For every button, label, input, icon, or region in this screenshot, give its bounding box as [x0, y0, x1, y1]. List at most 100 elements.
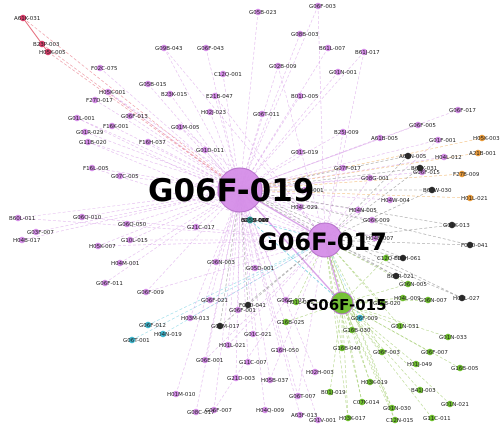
- graph-node[interactable]: F16K-001: [103, 122, 129, 130]
- graph-node[interactable]: H03M-013: [181, 314, 210, 322]
- graph-node[interactable]: H04L-029: [291, 203, 318, 211]
- graph-node[interactable]: G16H-050: [271, 346, 299, 354]
- graph-node[interactable]: H01L-031: [287, 298, 314, 306]
- graph-node[interactable]: G02B-009: [269, 62, 297, 70]
- graph-node[interactable]: G16B-040: [333, 344, 361, 352]
- graph-node[interactable]: H04Q-009: [256, 406, 285, 414]
- graph-node[interactable]: G01N-031: [391, 322, 419, 330]
- graph-node[interactable]: F16H-061: [394, 254, 421, 262]
- graph-node[interactable]: G06F-017: [449, 106, 476, 114]
- graph-node[interactable]: H04N-019: [154, 330, 182, 338]
- graph-node[interactable]: G06F-007: [421, 348, 448, 356]
- graph-node[interactable]: G01C-021: [244, 330, 272, 338]
- graph-node[interactable]: F16H-037: [139, 138, 166, 146]
- graph-node[interactable]: H01J-049: [407, 360, 433, 368]
- graph-node[interactable]: G06T-011: [253, 110, 280, 118]
- graph-node[interactable]: B01D-005: [291, 92, 319, 100]
- graph-node[interactable]: G11B-020: [79, 138, 107, 146]
- graph-node[interactable]: G16B-025: [277, 318, 305, 326]
- graph-node[interactable]: H04B-017: [13, 236, 41, 244]
- graph-node[interactable]: G01K-013: [443, 221, 470, 229]
- graph-node[interactable]: F02C-075: [91, 64, 118, 72]
- hub-g06f-019[interactable]: G06F-019: [148, 167, 314, 213]
- graph-node[interactable]: H04W-004: [381, 196, 410, 204]
- graph-node[interactable]: H04N-005: [349, 206, 377, 214]
- graph-node[interactable]: G06F-003: [373, 348, 400, 356]
- graph-node[interactable]: B41J-003: [411, 386, 436, 394]
- graph-node[interactable]: G01S-019: [291, 148, 319, 156]
- graph-node[interactable]: G08B-003: [291, 30, 319, 38]
- graph-node[interactable]: H04M-001: [111, 259, 139, 267]
- graph-node[interactable]: H04L-012: [435, 153, 462, 161]
- graph-node[interactable]: B61J-017: [355, 48, 380, 56]
- graph-node[interactable]: H01L-027: [453, 294, 480, 302]
- graph-node[interactable]: G05B-019: [241, 216, 269, 224]
- graph-node[interactable]: G03F-007: [27, 228, 54, 236]
- graph-node[interactable]: G16B-020: [373, 299, 401, 307]
- graph-node[interactable]: G06T-001: [123, 336, 150, 344]
- graph-node[interactable]: G16B-005: [451, 364, 479, 372]
- graph-node[interactable]: H01M-010: [167, 390, 196, 398]
- graph-node[interactable]: F27D-017: [86, 96, 113, 104]
- graph-node[interactable]: G21D-003: [227, 374, 255, 382]
- graph-node[interactable]: G01F-001: [429, 136, 456, 144]
- graph-node[interactable]: G09B-043: [155, 44, 183, 52]
- graph-node[interactable]: G06F-043: [197, 44, 224, 52]
- graph-node[interactable]: G06F-021: [201, 296, 228, 304]
- graph-node[interactable]: B01J-019: [321, 388, 346, 396]
- graph-node[interactable]: A21B-001: [469, 149, 496, 157]
- graph-node[interactable]: G05D-001: [246, 264, 274, 272]
- graph-node[interactable]: H01L-021: [219, 341, 246, 349]
- graph-node[interactable]: C12Q-001: [214, 70, 242, 78]
- graph-node[interactable]: H05B-037: [261, 376, 289, 384]
- graph-node[interactable]: B61L-007: [319, 44, 346, 52]
- graph-node[interactable]: A61B-005: [371, 134, 399, 142]
- graph-node[interactable]: G05B-015: [139, 80, 167, 88]
- graph-node[interactable]: B60R-021: [387, 272, 414, 280]
- graph-node[interactable]: B60K-031: [411, 164, 437, 172]
- graph-node[interactable]: G06N-003: [207, 258, 235, 266]
- graph-node[interactable]: G06F-005: [409, 121, 436, 129]
- graph-node[interactable]: B60W-030: [423, 186, 452, 194]
- graph-node[interactable]: H02H-003: [306, 368, 334, 376]
- graph-node[interactable]: G07C-005: [111, 172, 139, 180]
- graph-node[interactable]: F16L-005: [83, 164, 109, 172]
- graph-node[interactable]: B60L-011: [9, 214, 35, 222]
- graph-node[interactable]: G06F-011: [96, 279, 123, 287]
- graph-node[interactable]: G06K-009: [363, 216, 390, 224]
- graph-node[interactable]: G06F-009: [137, 288, 164, 296]
- graph-node[interactable]: H03K-019: [361, 378, 388, 386]
- graph-node[interactable]: G06N-007: [419, 296, 447, 304]
- graph-node[interactable]: H05K-003: [473, 134, 500, 142]
- graph-node[interactable]: G06F-003: [309, 2, 336, 10]
- graph-node[interactable]: H04L-009: [394, 294, 421, 302]
- graph-node[interactable]: G06Q-010: [73, 213, 102, 221]
- graph-node[interactable]: A63F-013: [291, 411, 318, 419]
- graph-node[interactable]: H04B-007: [366, 234, 394, 242]
- graph-node[interactable]: G10L-015: [121, 236, 148, 244]
- graph-node[interactable]: G06N-005: [399, 280, 427, 288]
- graph-node[interactable]: C07K-014: [353, 398, 380, 406]
- graph-node[interactable]: G06T-007: [289, 392, 316, 400]
- graph-node[interactable]: C12N-015: [386, 416, 414, 424]
- hub-g06f-015[interactable]: G06F-015: [306, 291, 387, 315]
- graph-node[interactable]: G21C-017: [187, 223, 215, 231]
- graph-node[interactable]: G16B-030: [343, 326, 371, 334]
- graph-node[interactable]: C12Q-001: [377, 254, 405, 262]
- graph-node[interactable]: A61K-031: [14, 14, 40, 22]
- graph-node[interactable]: H03K-017: [339, 414, 366, 422]
- graph-node[interactable]: G01D-011: [196, 146, 224, 154]
- graph-node[interactable]: G06E-001: [196, 356, 223, 364]
- graph-node[interactable]: G06F-001: [229, 306, 256, 314]
- graph-node[interactable]: E21B-047: [206, 92, 233, 100]
- graph-node[interactable]: G11C-007: [239, 358, 267, 366]
- graph-node[interactable]: B23K-015: [161, 90, 188, 98]
- graph-node[interactable]: G06F-012: [139, 321, 166, 329]
- graph-node[interactable]: G08G-001: [361, 174, 389, 182]
- graph-node[interactable]: G11C-011: [423, 414, 451, 422]
- graph-node[interactable]: F27B-009: [453, 170, 480, 178]
- graph-node[interactable]: G01V-001: [309, 416, 336, 424]
- graph-node[interactable]: G01N-030: [383, 404, 411, 412]
- graph-node[interactable]: G01N-001: [329, 68, 357, 76]
- graph-node[interactable]: B25J-009: [334, 128, 359, 136]
